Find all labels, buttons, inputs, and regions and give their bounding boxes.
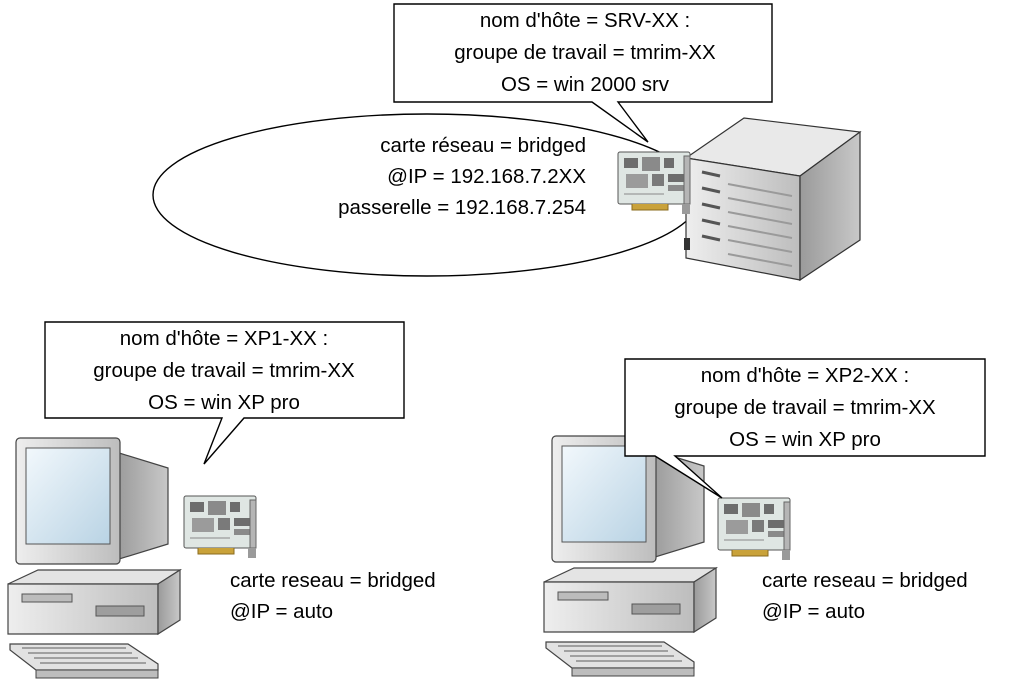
client1-ip: @IP = auto: [230, 600, 333, 623]
server-tower-icon: [684, 117, 862, 282]
server-ip: @IP = 192.168.7.2XX: [387, 165, 586, 188]
client1-network-card: carte reseau = bridged: [230, 569, 436, 592]
client2-network-card: carte reseau = bridged: [762, 569, 968, 592]
client1-hostname: nom d'hôte = XP1-XX :: [120, 327, 328, 350]
client2-callout: nom d'hôte = XP2-XX : groupe de travail …: [624, 358, 986, 499]
server-network-card: carte réseau = bridged: [380, 134, 586, 157]
server-workgroup: groupe de travail = tmrim-XX: [454, 41, 716, 64]
network-card-icon: [183, 495, 257, 559]
client2-ip: @IP = auto: [762, 600, 865, 623]
server-os: OS = win 2000 srv: [501, 73, 670, 96]
client2-workgroup: groupe de travail = tmrim-XX: [674, 396, 936, 419]
server-callout: nom d'hôte = SRV-XX : groupe de travail …: [393, 3, 773, 143]
network-card-icon: [717, 497, 791, 561]
server-hostname: nom d'hôte = SRV-XX :: [480, 9, 690, 32]
client2-os: OS = win XP pro: [729, 428, 881, 451]
client2-hostname: nom d'hôte = XP2-XX :: [701, 364, 909, 387]
server-gateway: passerelle = 192.168.7.254: [338, 196, 586, 219]
client1-workgroup: groupe de travail = tmrim-XX: [93, 359, 355, 382]
client1-callout: nom d'hôte = XP1-XX : groupe de travail …: [44, 321, 405, 465]
client1-os: OS = win XP pro: [148, 391, 300, 414]
desktop-computer-icon: [7, 437, 181, 679]
